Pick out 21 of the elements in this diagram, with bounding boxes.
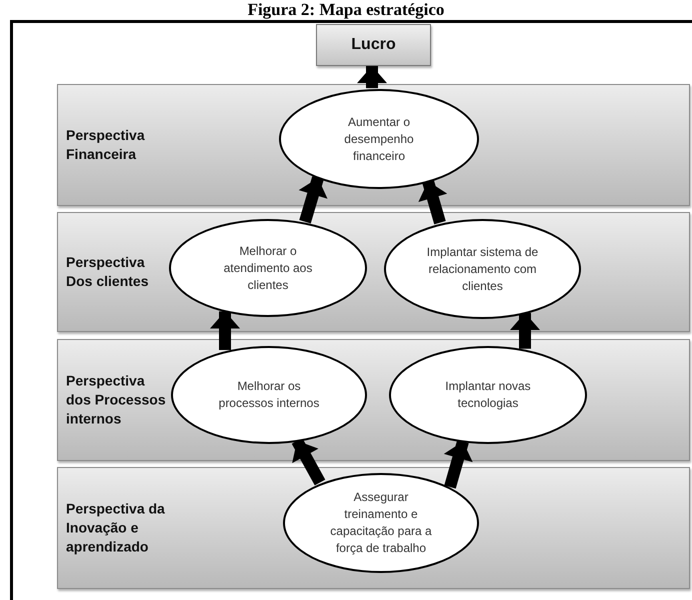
perspective-band bbox=[57, 467, 690, 589]
objective-label: Assegurar treinamento e capacitação para a força de trabalho bbox=[329, 489, 433, 557]
objective-label: Implantar sistema de relacionamento com clientes bbox=[426, 244, 540, 294]
perspective-label: Perspectiva dos Processos internos bbox=[66, 372, 166, 428]
objective-label: Melhorar o atendimento aos clientes bbox=[222, 242, 314, 294]
perspective-label: Perspectiva Financeira bbox=[66, 126, 146, 164]
arrow bbox=[298, 176, 328, 224]
perspective-band bbox=[57, 212, 690, 332]
perspective-band bbox=[57, 84, 690, 206]
objective-label: Melhorar os processos internos bbox=[218, 378, 320, 412]
perspective-label: Perspectiva da Inovação e aprendizado bbox=[66, 500, 166, 556]
arrow bbox=[210, 311, 240, 350]
result-box bbox=[316, 24, 431, 66]
arrow bbox=[357, 66, 387, 88]
perspective-label: Perspectiva Dos clientes bbox=[66, 253, 150, 291]
figure-title: Figura 2: Mapa estratégico bbox=[248, 0, 444, 19]
objective-label: Aumentar o desempenho financeiro bbox=[343, 114, 415, 164]
arrow bbox=[510, 312, 540, 349]
perspective-band bbox=[57, 339, 690, 461]
result-label: Lucro bbox=[351, 36, 396, 54]
objective-label: Implantar novas tecnologias bbox=[444, 378, 532, 412]
